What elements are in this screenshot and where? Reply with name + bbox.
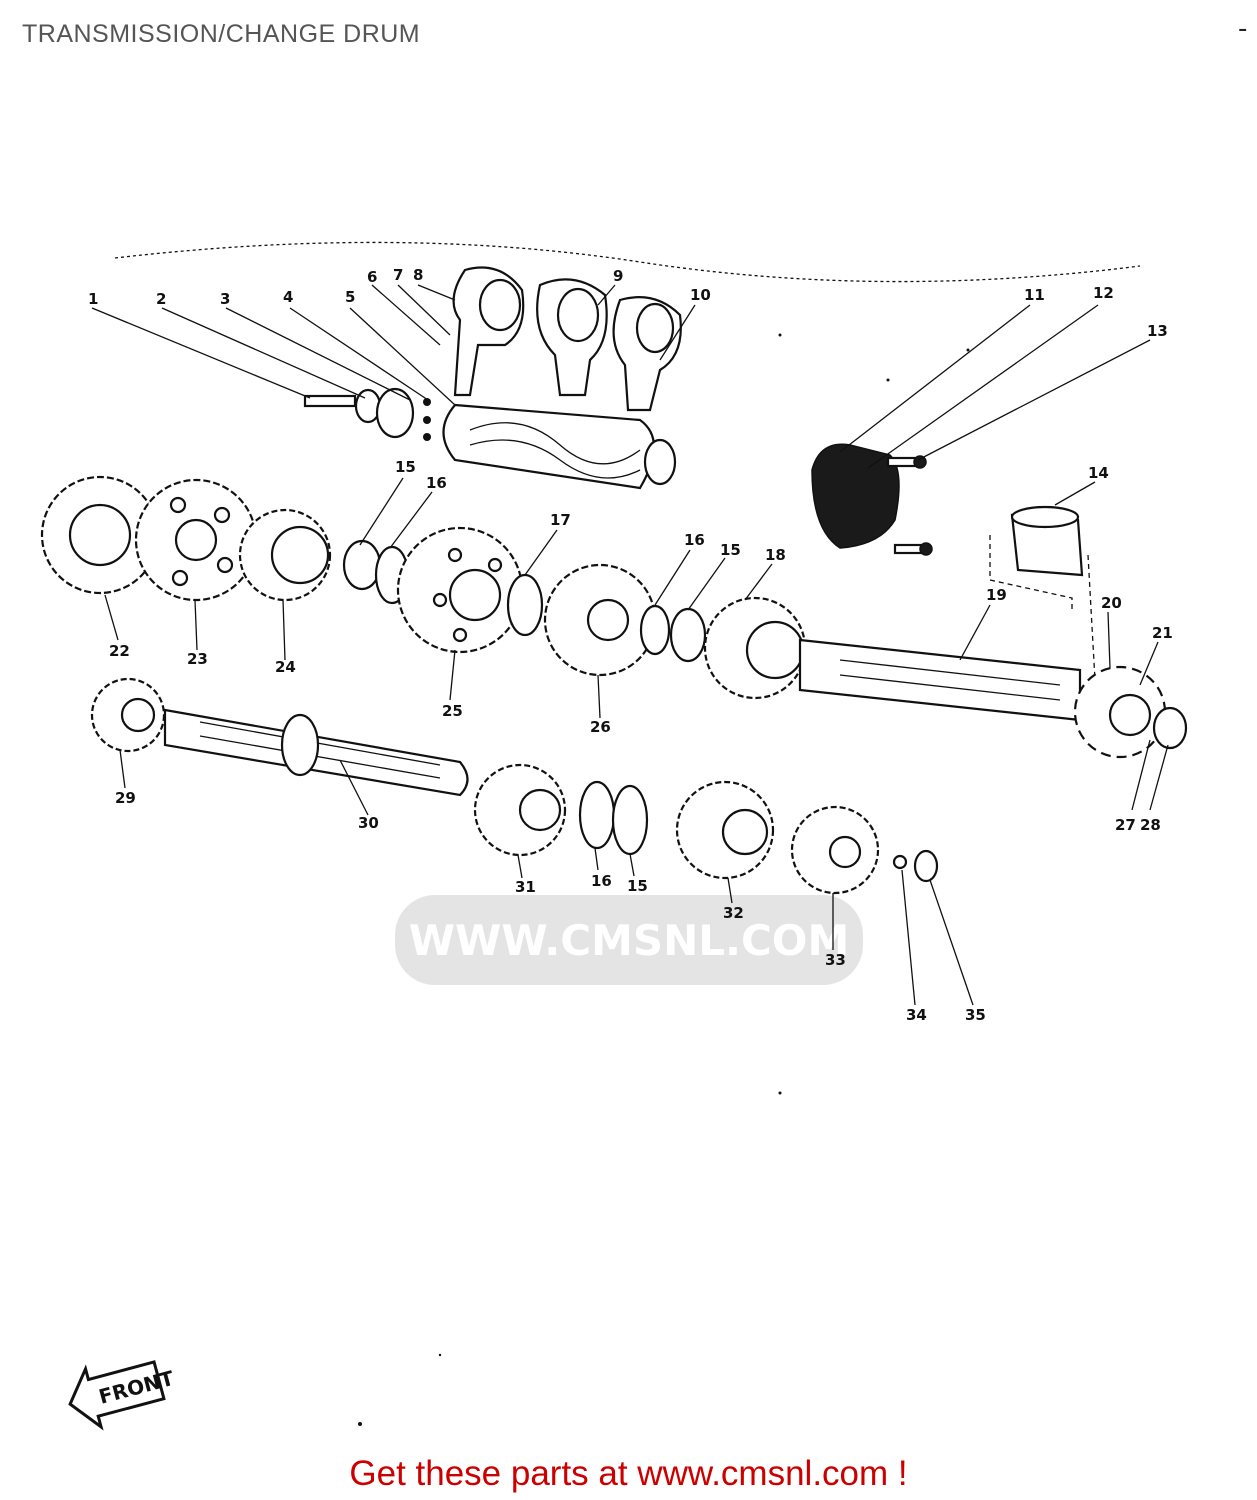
leader-lines (91, 284, 1169, 1006)
circlip-15a (342, 539, 382, 591)
callout-3: 3 (220, 290, 230, 308)
lower-gear-row (90, 677, 939, 895)
callout-6: 6 (367, 268, 377, 286)
gear-26 (543, 563, 657, 677)
shift-fork-1 (452, 266, 525, 397)
callout-15-mid: 15 (720, 541, 741, 559)
callout-17: 17 (550, 511, 571, 529)
change-drum-assembly (303, 266, 682, 490)
sprocket-20-21 (1073, 665, 1167, 759)
shaft-19 (798, 638, 1082, 722)
watermark: WWW.CMSNL.COM (395, 895, 863, 985)
callout-18: 18 (765, 546, 786, 564)
frame-line (114, 241, 1141, 283)
callout-25: 25 (442, 702, 463, 720)
callout-15-lower: 15 (627, 877, 648, 895)
callout-31: 31 (515, 878, 536, 896)
callout-9: 9 (613, 267, 623, 285)
circlip-15b (669, 607, 707, 663)
callout-11: 11 (1024, 286, 1045, 304)
washer-17 (506, 573, 544, 637)
callout-30: 30 (358, 814, 379, 832)
callout-13: 13 (1147, 322, 1168, 340)
callout-2: 2 (156, 290, 166, 308)
callout-14: 14 (1088, 464, 1109, 482)
footer-link-text[interactable]: Get these parts at www.cmsnl.com ! (349, 1454, 908, 1493)
callout-20: 20 (1101, 594, 1122, 612)
corner-mark: - (1238, 14, 1248, 44)
gear-31 (473, 763, 567, 857)
callout-26: 26 (590, 718, 611, 736)
callout-4: 4 (283, 288, 293, 306)
upper-gear-row (40, 475, 1188, 759)
gear-33 (790, 805, 880, 895)
callout-21: 21 (1152, 624, 1173, 642)
sleeve-part-14 (989, 505, 1096, 681)
callout-22: 22 (109, 642, 130, 660)
front-arrow-icon: FRONT (68, 1360, 177, 1431)
callout-8: 8 (413, 266, 423, 284)
callout-7: 7 (393, 266, 403, 284)
circlip-15c (611, 784, 649, 856)
nut-27-28 (1152, 706, 1188, 750)
callout-15-upper: 15 (395, 458, 416, 476)
gear-25 (396, 526, 524, 654)
callout-27: 27 (1115, 816, 1136, 834)
callout-12: 12 (1093, 284, 1114, 302)
callout-19: 19 (986, 586, 1007, 604)
callout-28: 28 (1140, 816, 1161, 834)
pin-holder (375, 387, 415, 439)
shift-fork-2 (536, 278, 608, 397)
callout-34: 34 (906, 1006, 927, 1024)
callout-24: 24 (275, 658, 296, 676)
washer-16c (578, 780, 616, 850)
callout-16-lower: 16 (591, 872, 612, 890)
cover-assembly (811, 443, 933, 556)
drum-bolt (303, 394, 357, 408)
page-title: TRANSMISSION/CHANGE DRUM (22, 20, 421, 48)
gear-24 (238, 508, 332, 602)
shift-fork-3 (612, 296, 682, 412)
circlip-35 (913, 849, 939, 883)
callout-5: 5 (345, 288, 355, 306)
gear-23 (134, 478, 258, 602)
callout-16-upper: 16 (426, 474, 447, 492)
gear-18 (703, 596, 807, 700)
callout-numbers: 1 2 3 4 5 6 7 8 9 10 11 12 13 14 15 16 1… (88, 266, 1173, 1024)
gear-32 (675, 780, 775, 880)
gear-29 (90, 677, 166, 753)
washer-16b (639, 604, 671, 656)
callout-32: 32 (723, 904, 744, 922)
callout-16-mid: 16 (684, 531, 705, 549)
callout-1: 1 (88, 290, 98, 308)
callout-33: 33 (825, 951, 846, 969)
ball-34 (892, 854, 908, 870)
callout-29: 29 (115, 789, 136, 807)
watermark-text: WWW.CMSNL.COM (409, 916, 850, 965)
gear-22 (40, 475, 160, 595)
change-drum (442, 403, 656, 490)
callout-35: 35 (965, 1006, 986, 1024)
callout-10: 10 (690, 286, 711, 304)
callout-23: 23 (187, 650, 208, 668)
